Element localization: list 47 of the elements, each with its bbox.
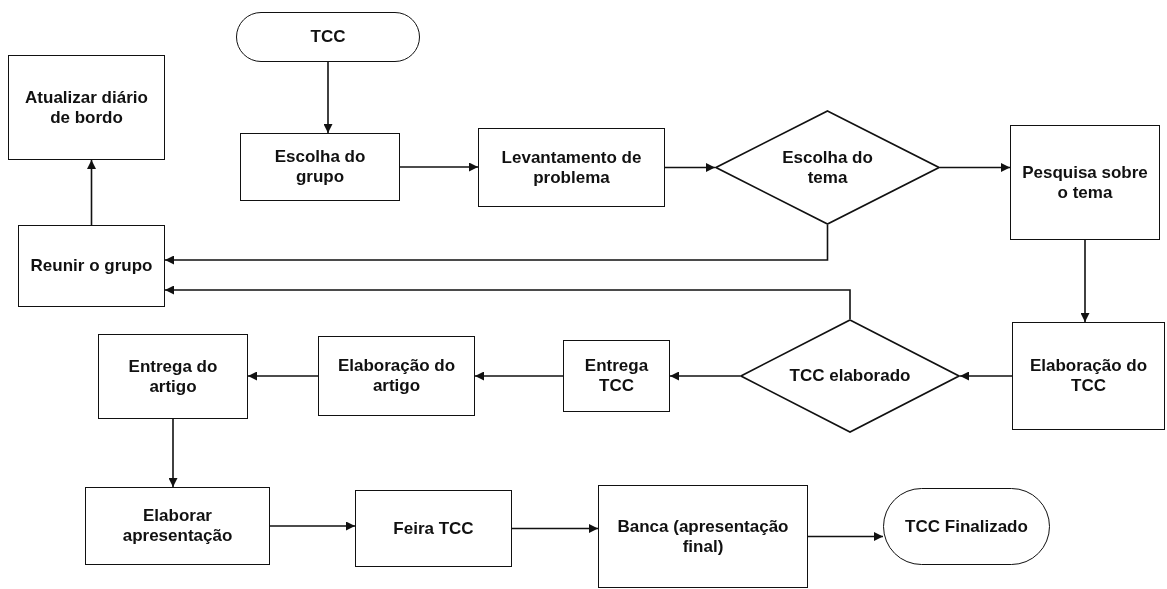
arrow [247, 371, 319, 381]
node-text: Entrega TCC [583, 356, 650, 396]
arrow [807, 532, 884, 541]
arrow [959, 371, 1013, 381]
decision-diamond [740, 319, 960, 433]
node-text: Elaboração do TCC [1028, 356, 1149, 396]
process-box [240, 133, 400, 201]
node-text: TCC elaborado [789, 366, 911, 386]
process-box [1010, 125, 1160, 240]
arrow [1080, 239, 1090, 323]
node-text: Reunir o grupo [30, 256, 153, 276]
node-text: Pesquisa sobre o tema [1021, 162, 1149, 203]
arrow [87, 159, 96, 226]
arrow [269, 521, 356, 531]
process-box [563, 340, 670, 412]
node-text: Escolha do tema [781, 147, 874, 188]
process-box [18, 225, 165, 307]
arrow [669, 371, 741, 381]
process-box [598, 485, 808, 588]
arrow [664, 163, 716, 172]
node-text: Entrega do artigo [127, 356, 219, 397]
node-text: Levantamento de problema [500, 147, 643, 188]
node-text: Elaborar apresentação [121, 506, 234, 546]
process-box [478, 128, 665, 207]
process-box [8, 55, 165, 160]
arrow [168, 418, 178, 488]
process-box [1012, 322, 1165, 430]
process-box [355, 490, 512, 567]
node-text: Elaboração do artigo [336, 356, 457, 396]
arrow [399, 162, 479, 172]
process-box [318, 336, 475, 416]
arrow [164, 224, 829, 265]
node-text: Feira TCC [393, 518, 474, 539]
arrow [474, 371, 564, 381]
process-box [85, 487, 270, 565]
node-text: Escolha do grupo [273, 147, 367, 187]
arrow [164, 285, 851, 320]
terminal-pill [236, 12, 420, 62]
process-box [98, 334, 248, 419]
arrow [511, 524, 599, 533]
decision-diamond [715, 110, 940, 225]
node-text: Atualizar diário de bordo [24, 87, 149, 128]
node-text: TCC Finalizado [905, 516, 1028, 537]
node-text: TCC [310, 27, 346, 47]
arrow [323, 61, 333, 134]
arrow [939, 163, 1011, 172]
node-text: Banca (apresentação final) [616, 516, 790, 557]
